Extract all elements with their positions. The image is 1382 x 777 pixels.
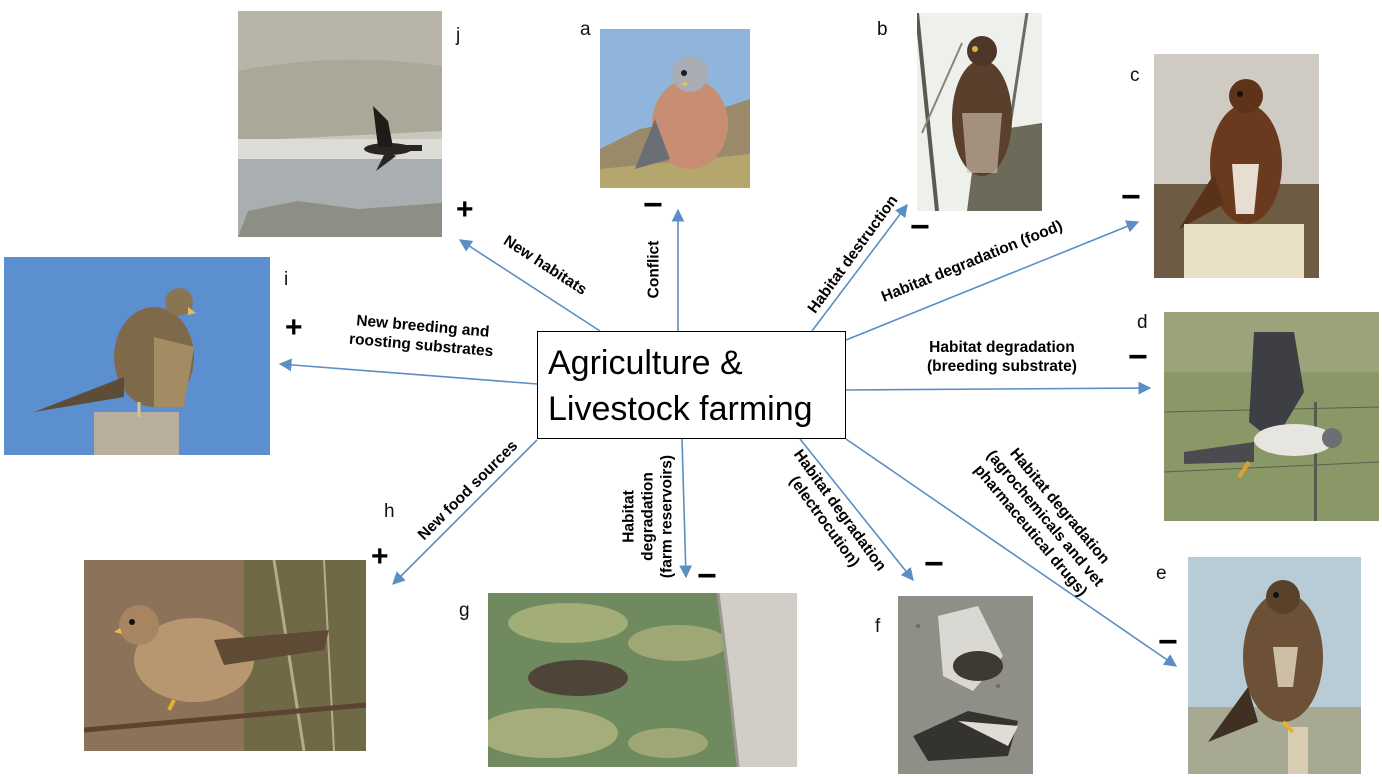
photo-e-hawk xyxy=(1188,557,1361,774)
sign-g: − xyxy=(697,557,717,595)
photo-h-kestrel xyxy=(84,560,366,751)
label-g-line2: degradation xyxy=(639,472,657,561)
photo-i-caracara xyxy=(4,257,270,455)
sign-i: + xyxy=(285,311,303,344)
photo-a-falcon xyxy=(600,29,750,188)
sign-c: − xyxy=(1121,178,1141,216)
center-title-line2: Livestock farming xyxy=(548,390,813,428)
panel-letter-f: f xyxy=(875,616,881,637)
photo-c-buzzard xyxy=(1154,54,1319,278)
sign-h: + xyxy=(371,540,389,573)
label-g: Habitat degradation (farm reservoirs) xyxy=(620,447,677,587)
panel-letter-g: g xyxy=(459,600,470,621)
label-d-line2: (breeding substrate) xyxy=(927,358,1077,375)
photo-j-flying-raptor xyxy=(238,11,442,237)
sign-f: − xyxy=(924,545,944,583)
photo-d-harrier xyxy=(1164,312,1379,521)
label-d-line1: Habitat degradation xyxy=(929,339,1075,356)
sign-j: + xyxy=(456,193,474,226)
photo-b-hawk xyxy=(917,13,1042,211)
label-d: Habitat degradation (breeding substrate) xyxy=(927,338,1077,376)
label-a: Conflict xyxy=(645,220,664,320)
sign-a: − xyxy=(643,186,663,224)
label-g-line1: Habitat xyxy=(620,490,638,543)
arrow-h xyxy=(392,439,538,585)
sign-b: − xyxy=(910,208,930,246)
sign-e: − xyxy=(1158,623,1178,661)
photo-f-electrocuted-birds xyxy=(898,596,1033,774)
arrow-d xyxy=(845,381,1152,395)
label-a-line1: Conflict xyxy=(645,240,663,299)
center-title-line1: Agriculture & xyxy=(548,344,743,382)
photo-g-reservoir xyxy=(488,593,797,767)
arrow-f xyxy=(799,438,914,581)
panel-letter-b: b xyxy=(877,19,888,40)
arrow-i xyxy=(278,358,538,385)
panel-letter-d: d xyxy=(1137,312,1148,333)
arrow-g xyxy=(679,438,693,579)
panel-letter-a: a xyxy=(580,19,591,40)
arrow-b xyxy=(811,203,908,332)
arrow-e xyxy=(845,438,1178,667)
panel-letter-e: e xyxy=(1156,563,1167,584)
panel-letter-i: i xyxy=(284,269,289,290)
center-box: Agriculture & Livestock farming xyxy=(537,331,846,439)
label-g-line3: (farm reservoirs) xyxy=(658,454,676,579)
arrow-j xyxy=(458,239,601,332)
panel-letter-c: c xyxy=(1130,65,1140,86)
sign-d: − xyxy=(1128,338,1148,376)
panel-letter-j: j xyxy=(456,25,461,46)
panel-letter-h: h xyxy=(384,501,395,522)
arrow-c xyxy=(845,220,1140,341)
